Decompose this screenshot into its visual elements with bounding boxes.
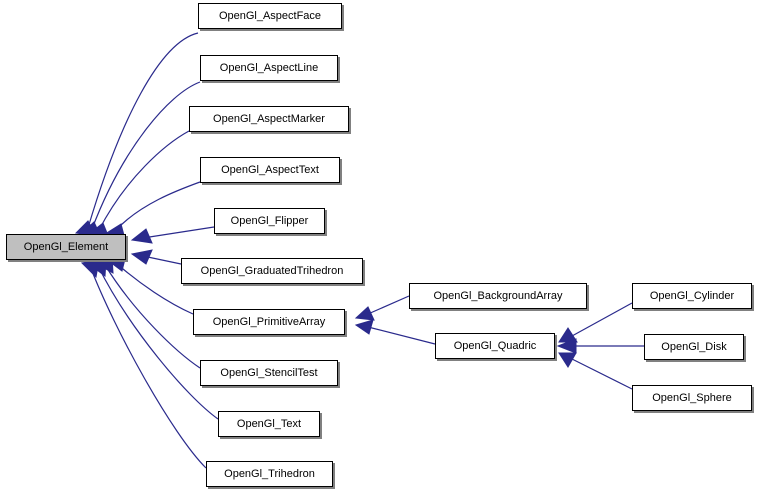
class-node-disk[interactable]: OpenGl_Disk xyxy=(644,334,744,360)
inheritance-arrowhead xyxy=(80,259,100,279)
class-node-trihedron[interactable]: OpenGl_Trihedron xyxy=(206,461,333,487)
class-node-label: OpenGl_BackgroundArray xyxy=(433,289,563,302)
class-node-graduatedtrihedron[interactable]: OpenGl_GraduatedTrihedron xyxy=(181,258,363,284)
class-node-quadric[interactable]: OpenGl_Quadric xyxy=(435,333,555,359)
inheritance-edge xyxy=(571,358,633,390)
class-node-stenciltest[interactable]: OpenGl_StencilTest xyxy=(200,360,338,386)
class-node-label: OpenGl_PrimitiveArray xyxy=(212,315,326,328)
inheritance-edge xyxy=(142,226,215,239)
inheritance-edge xyxy=(571,302,633,337)
class-node-label: OpenGl_GraduatedTrihedron xyxy=(200,264,344,277)
class-node-aspectface[interactable]: OpenGl_AspectFace xyxy=(198,3,342,29)
class-node-label: OpenGl_AspectMarker xyxy=(213,112,325,125)
inheritance-edge xyxy=(115,262,194,315)
inheritance-edge xyxy=(104,264,201,369)
inheritance-arrowhead xyxy=(130,249,153,265)
class-node-backgroundarray[interactable]: OpenGl_BackgroundArray xyxy=(409,283,587,309)
class-node-label: OpenGl_Text xyxy=(236,417,302,430)
inheritance-arrowhead xyxy=(130,228,153,244)
class-node-label: OpenGl_Cylinder xyxy=(649,289,735,302)
inheritance-edge xyxy=(114,181,201,232)
class-node-aspectmarker[interactable]: OpenGl_AspectMarker xyxy=(189,106,349,132)
class-node-aspectline[interactable]: OpenGl_AspectLine xyxy=(200,55,338,81)
class-node-text[interactable]: OpenGl_Text xyxy=(218,411,320,437)
inheritance-edge xyxy=(97,265,219,420)
inheritance-edge xyxy=(87,32,199,229)
class-node-primitivearray[interactable]: OpenGl_PrimitiveArray xyxy=(193,309,345,335)
inheritance-edge xyxy=(367,326,436,345)
inheritance-arrowhead xyxy=(556,338,577,354)
class-node-aspecttext[interactable]: OpenGl_AspectText xyxy=(200,157,340,183)
inheritance-edge xyxy=(367,295,410,315)
inheritance-arrowhead xyxy=(558,352,577,368)
class-node-label: OpenGl_AspectText xyxy=(221,163,319,176)
class-node-label: OpenGl_StencilTest xyxy=(220,366,318,379)
class-node-flipper[interactable]: OpenGl_Flipper xyxy=(214,208,325,234)
class-node-label: OpenGl_Quadric xyxy=(453,339,537,352)
class-node-element[interactable]: OpenGl_Element xyxy=(6,234,126,260)
class-node-label: OpenGl_Trihedron xyxy=(224,467,315,480)
class-node-label: OpenGl_Sphere xyxy=(652,391,732,404)
inheritance-edge xyxy=(98,130,190,231)
class-node-label: OpenGl_Element xyxy=(23,240,109,253)
inheritance-edge xyxy=(89,265,207,469)
class-node-label: OpenGl_Disk xyxy=(661,340,727,353)
inheritance-arrowhead xyxy=(354,319,374,335)
class-node-cylinder[interactable]: OpenGl_Cylinder xyxy=(632,283,752,309)
inheritance-arrowhead xyxy=(354,306,375,321)
inheritance-edge xyxy=(91,81,201,230)
class-node-label: OpenGl_Flipper xyxy=(230,214,309,227)
class-node-sphere[interactable]: OpenGl_Sphere xyxy=(632,385,752,411)
class-node-label: OpenGl_AspectFace xyxy=(218,9,322,22)
class-node-label: OpenGl_AspectLine xyxy=(219,61,319,74)
